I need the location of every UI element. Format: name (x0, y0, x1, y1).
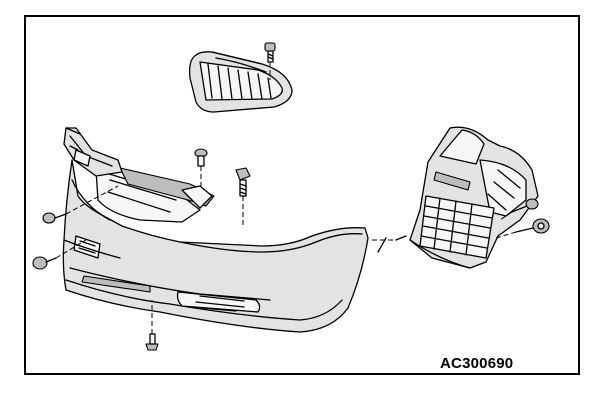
grille-part (188, 51, 293, 113)
left-side-bracket (63, 127, 123, 177)
fender-splash-shield (395, 126, 539, 269)
figure-code: AC300690 (440, 355, 514, 372)
shield-screw-upper (499, 198, 539, 221)
upper-bolt (235, 167, 251, 226)
upper-clip (194, 148, 208, 186)
alignment-tick (377, 237, 387, 253)
grille-clip-bolt (264, 42, 276, 80)
bottom-clip (145, 300, 159, 351)
shield-screw-lower (495, 218, 550, 239)
left-clip (42, 185, 119, 224)
front-bumper-cover (62, 159, 369, 333)
left-lower-clip (32, 239, 87, 270)
